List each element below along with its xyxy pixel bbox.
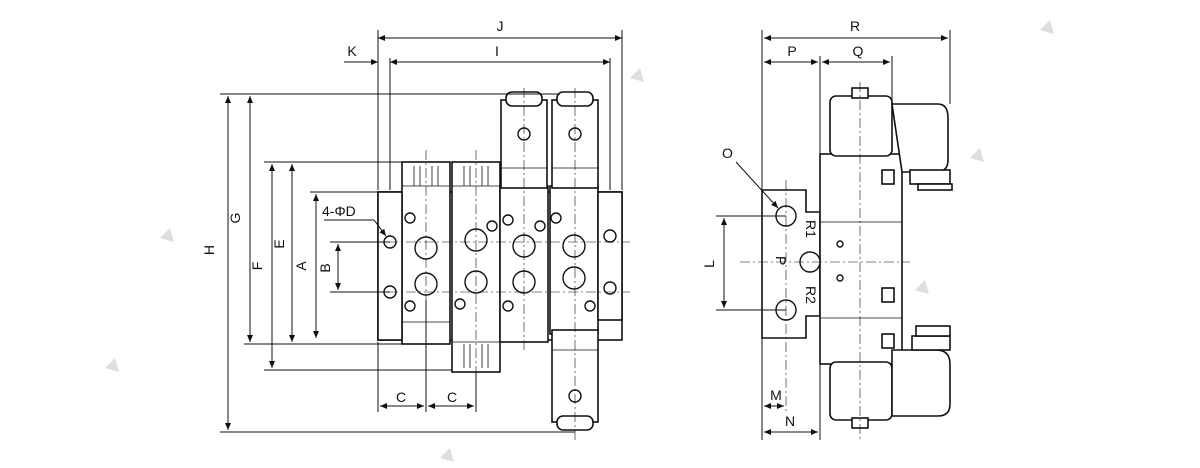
side-fitting-bottom-ring xyxy=(915,325,951,337)
label-o: O xyxy=(722,145,733,161)
dimension-c2-label: C xyxy=(447,389,457,405)
body-ribs xyxy=(402,166,500,368)
dimension-h-label: H xyxy=(201,245,217,255)
port-r2-label: R2 xyxy=(803,286,819,304)
dimension-i-label: I xyxy=(495,43,499,59)
hole-note-label: 4-ΦD xyxy=(322,203,356,219)
pilot-hole xyxy=(836,240,844,248)
side-connector-bottom xyxy=(891,349,951,417)
pilot-hole xyxy=(836,274,844,282)
dimension-a-label: A xyxy=(293,261,309,271)
dimension-q-label: Q xyxy=(853,43,864,59)
side-fitting-bottom xyxy=(911,335,951,351)
end-plate-right xyxy=(597,191,623,321)
dimension-g-label: G xyxy=(227,213,243,224)
side-fitting-top-ring xyxy=(917,183,953,191)
side-solenoid-bottom xyxy=(829,361,893,421)
port-p-label: P xyxy=(773,256,789,265)
valve-body-4 xyxy=(549,185,599,335)
end-plate-left xyxy=(377,191,403,341)
dimension-l-label: L xyxy=(701,260,717,268)
dimension-e-label: E xyxy=(271,239,287,248)
side-solenoid-top xyxy=(829,95,893,157)
side-nub xyxy=(881,169,895,185)
dimension-b-label: B xyxy=(317,263,333,272)
mount-hole xyxy=(603,229,617,243)
dimension-c1-label: C xyxy=(396,389,406,405)
mount-hole xyxy=(603,281,617,295)
side-center-lines xyxy=(740,82,910,440)
port-r1-label: R1 xyxy=(803,220,819,238)
dimension-n-label: N xyxy=(785,413,795,429)
dimension-f-label: F xyxy=(249,262,265,271)
side-connector-top xyxy=(891,103,949,173)
front-view: J I K H G F E A B 4-ΦD xyxy=(201,18,630,440)
side-fitting-top xyxy=(909,169,951,185)
dimension-p-label: P xyxy=(787,43,796,59)
dimension-m-label: M xyxy=(770,387,782,403)
dimension-r-label: R xyxy=(850,18,860,34)
dimension-j-label: J xyxy=(497,18,504,34)
side-valve-body xyxy=(819,153,903,365)
side-nub xyxy=(881,287,895,303)
side-view: R1 P R2 R P Q O L M N xyxy=(701,18,953,440)
watermark-marks xyxy=(105,20,1054,462)
side-nub xyxy=(881,333,895,349)
dimension-k-label: K xyxy=(347,43,357,59)
